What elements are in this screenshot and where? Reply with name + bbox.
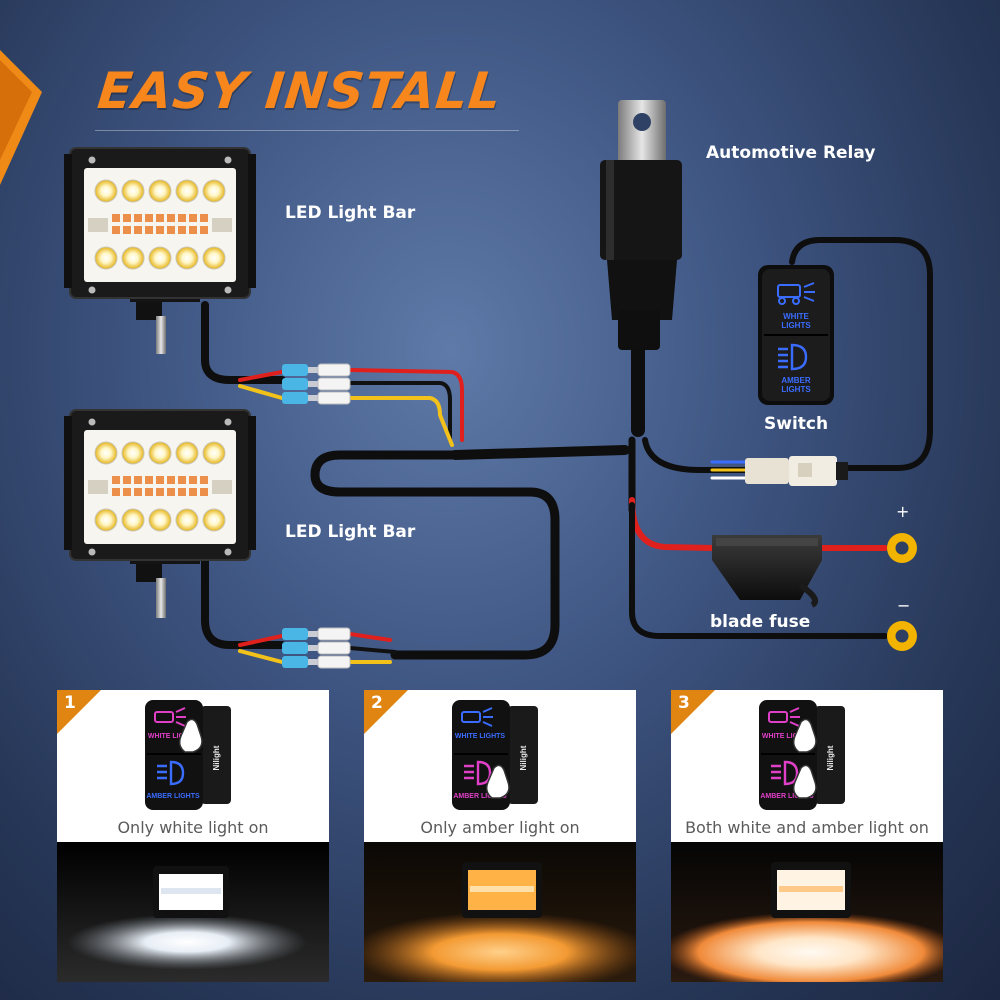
led-light-bar-bottom [64, 409, 256, 618]
wiring-diagram: WHITE LIGHTS AMBER LIGHTS [64, 100, 933, 669]
label-led-light-bar-top: LED Light Bar [285, 203, 416, 223]
light-beam-amber [364, 842, 636, 982]
label-blade-fuse: blade fuse [710, 612, 811, 632]
mode-caption: Both white and amber light on [685, 818, 929, 837]
switch-plug [745, 456, 848, 486]
light-scene-both [671, 842, 943, 982]
label-led-light-bar-bottom: LED Light Bar [285, 522, 416, 542]
svg-text:WHITE LIGHTS: WHITE LIGHTS [455, 733, 505, 740]
svg-text:AMBER LIGHTS: AMBER LIGHTS [760, 793, 814, 800]
mode-badge [57, 690, 101, 734]
light-scene-amber [364, 842, 636, 982]
svg-text:AMBER LIGHTS: AMBER LIGHTS [453, 793, 507, 800]
svg-text:WHITE LIGHTS: WHITE LIGHTS [148, 733, 198, 740]
svg-text:WHITE: WHITE [783, 312, 809, 321]
rocker-switch: WHITE LIGHTS AMBER LIGHTS [758, 265, 834, 405]
mode-panel-3: 3 WHITE LIGHTS AMBER LIGHTS Nilight Both w… [671, 690, 943, 842]
mode-caption: Only white light on [117, 818, 269, 837]
blade-fuse-holder [712, 535, 822, 608]
switch-illustration: WHITE LIGHTS AMBER LIGHTS Nilight [145, 700, 231, 810]
mode-panel-2: 2 WHITE LIGHTS AMBER LIGHTS Nilight Only a… [364, 690, 636, 842]
light-beam-white [57, 842, 329, 982]
svg-text:WHITE LIGHTS: WHITE LIGHTS [762, 733, 812, 740]
negative-ring-terminal [887, 621, 917, 651]
mode-number: 2 [371, 693, 383, 713]
title-underline [95, 130, 519, 131]
mode-panel-1: 1 WHITE LIGHTS AMBER LIGHTS Nilight Only w… [57, 690, 329, 842]
svg-text:LIGHTS: LIGHTS [781, 385, 811, 394]
light-scene-white [57, 842, 329, 982]
label-automotive-relay: Automotive Relay [706, 143, 876, 163]
svg-text:AMBER: AMBER [781, 376, 811, 385]
svg-text:Nilight: Nilight [826, 745, 835, 770]
switch-illustration: WHITE LIGHTS AMBER LIGHTS Nilight [452, 700, 538, 810]
label-positive: + [896, 502, 910, 521]
light-beam-both [671, 842, 943, 982]
connectors-bottom [282, 627, 351, 669]
mode-badge [364, 690, 408, 734]
automotive-relay [600, 100, 682, 350]
label-switch: Switch [764, 414, 829, 434]
mode-number: 3 [678, 693, 690, 713]
mode-number: 1 [64, 693, 76, 713]
svg-text:Nilight: Nilight [212, 745, 221, 770]
led-light-bar-top [64, 147, 256, 354]
mode-badge [671, 690, 715, 734]
corner-chevron-mark [0, 50, 42, 185]
connectors-top [282, 363, 351, 405]
svg-text:LIGHTS: LIGHTS [781, 321, 811, 330]
svg-text:Nilight: Nilight [519, 745, 528, 770]
label-negative: − [897, 596, 911, 615]
mode-caption: Only amber light on [420, 818, 580, 837]
svg-text:AMBER LIGHTS: AMBER LIGHTS [146, 793, 200, 800]
positive-ring-terminal [887, 533, 917, 563]
harness-wires [201, 237, 933, 664]
switch-illustration: WHITE LIGHTS AMBER LIGHTS Nilight [759, 700, 845, 810]
